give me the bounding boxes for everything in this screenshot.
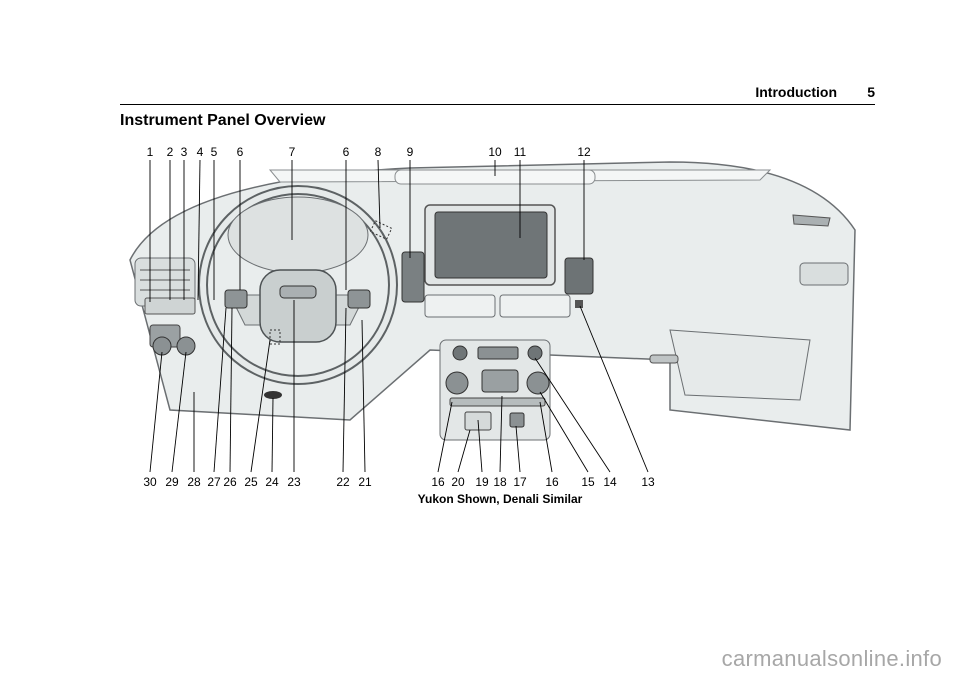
callout-bottom-18: 13 bbox=[641, 475, 655, 489]
callout-top-9: 9 bbox=[407, 145, 414, 159]
right-side-vent bbox=[799, 262, 849, 286]
callout-bottom-1: 29 bbox=[165, 475, 179, 489]
left-climate-knob bbox=[445, 371, 469, 395]
page-title: Instrument Panel Overview bbox=[120, 112, 326, 129]
callout-top-1: 2 bbox=[167, 145, 174, 159]
horn-emblem bbox=[279, 285, 317, 299]
callout-bottom-10: 16 bbox=[431, 475, 445, 489]
leader-lines-top bbox=[149, 159, 585, 302]
right-wheel-controls bbox=[347, 289, 371, 309]
callout-top-11: 11 bbox=[514, 145, 527, 159]
section-title: Introduction bbox=[755, 84, 837, 100]
instrument-cluster bbox=[227, 196, 369, 274]
left-screen-buttons bbox=[401, 251, 425, 303]
center-vent-left bbox=[424, 294, 496, 318]
callout-bottom-16: 15 bbox=[581, 475, 595, 489]
callout-bottom-3: 27 bbox=[207, 475, 221, 489]
left-switch-bank bbox=[144, 297, 196, 315]
page-header: Introduction 5 bbox=[120, 82, 875, 105]
page-number: 5 bbox=[867, 84, 875, 100]
callout-bottom-7: 23 bbox=[287, 475, 301, 489]
left-wheel-controls bbox=[224, 289, 248, 309]
airbag-hub bbox=[259, 269, 337, 343]
callout-bottom-5: 25 bbox=[244, 475, 258, 489]
callout-bottom-12: 19 bbox=[475, 475, 489, 489]
figure-caption: Yukon Shown, Denali Similar bbox=[417, 492, 583, 506]
hood-release bbox=[264, 391, 282, 399]
callout-top-2: 3 bbox=[181, 145, 188, 159]
callout-top-3: 4 bbox=[197, 145, 204, 159]
callout-bottom-17: 14 bbox=[603, 475, 617, 489]
infotainment-display bbox=[434, 211, 548, 279]
callout-top-8: 8 bbox=[375, 145, 382, 159]
watermark: carmanualsonline.info bbox=[721, 646, 942, 671]
callout-bottom-4: 26 bbox=[223, 475, 237, 489]
right-climate-knob bbox=[526, 371, 550, 395]
callout-top-10: 10 bbox=[488, 145, 502, 159]
hazard-panel bbox=[564, 257, 594, 295]
glove-box bbox=[669, 329, 811, 401]
callout-top-7: 6 bbox=[343, 145, 350, 159]
callout-top-0: 1 bbox=[147, 145, 154, 159]
leader-lines-bottom bbox=[149, 300, 649, 473]
climate-center-controls bbox=[481, 369, 519, 393]
callout-bottom-6: 24 bbox=[265, 475, 279, 489]
callout-bottom-14: 17 bbox=[513, 475, 527, 489]
callout-bottom-15: 16 bbox=[545, 475, 559, 489]
callout-bottom-8: 22 bbox=[336, 475, 350, 489]
callout-bottom-11: 20 bbox=[451, 475, 465, 489]
callout-top-4: 5 bbox=[211, 145, 218, 159]
center-vent-right bbox=[499, 294, 571, 318]
callout-bottom-13: 18 bbox=[493, 475, 507, 489]
callout-bottom-9: 21 bbox=[358, 475, 372, 489]
callout-top-12: 12 bbox=[577, 145, 591, 159]
callout-bottom-0: 30 bbox=[143, 475, 157, 489]
callout-top-5: 6 bbox=[237, 145, 244, 159]
callout-bottom-2: 28 bbox=[187, 475, 201, 489]
callout-top-6: 7 bbox=[289, 145, 296, 159]
